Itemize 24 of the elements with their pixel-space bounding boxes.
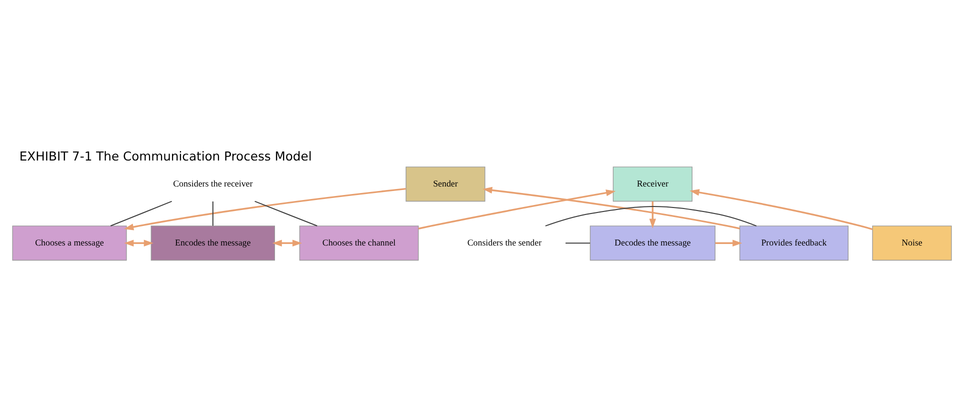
connector [566,242,590,244]
node-box: Chooses the channel [299,226,419,261]
node-box: Noise [872,226,952,261]
connector [545,206,757,226]
node-box: Decodes the message [590,226,716,261]
node-text: Considers the sender [467,237,542,248]
arrow [418,190,616,230]
node-text: Considers the receiver [173,178,253,188]
arrow [690,189,873,230]
arrow [272,240,302,246]
arrow [715,240,742,246]
arrow [482,186,740,230]
diagram-title: EXHIBIT 7-1 The Communication Process Model [19,149,312,164]
node-box: Encodes the message [150,226,275,261]
node-box: Sender [406,166,486,202]
connector [212,201,214,226]
connector [110,200,172,226]
arrow [124,240,154,246]
arrow [124,188,406,230]
node-box: Receiver [612,166,692,202]
node-box: Provides feedback [739,226,849,261]
connector [254,200,318,226]
arrow [649,201,656,228]
node-box: Chooses a message [12,226,127,261]
